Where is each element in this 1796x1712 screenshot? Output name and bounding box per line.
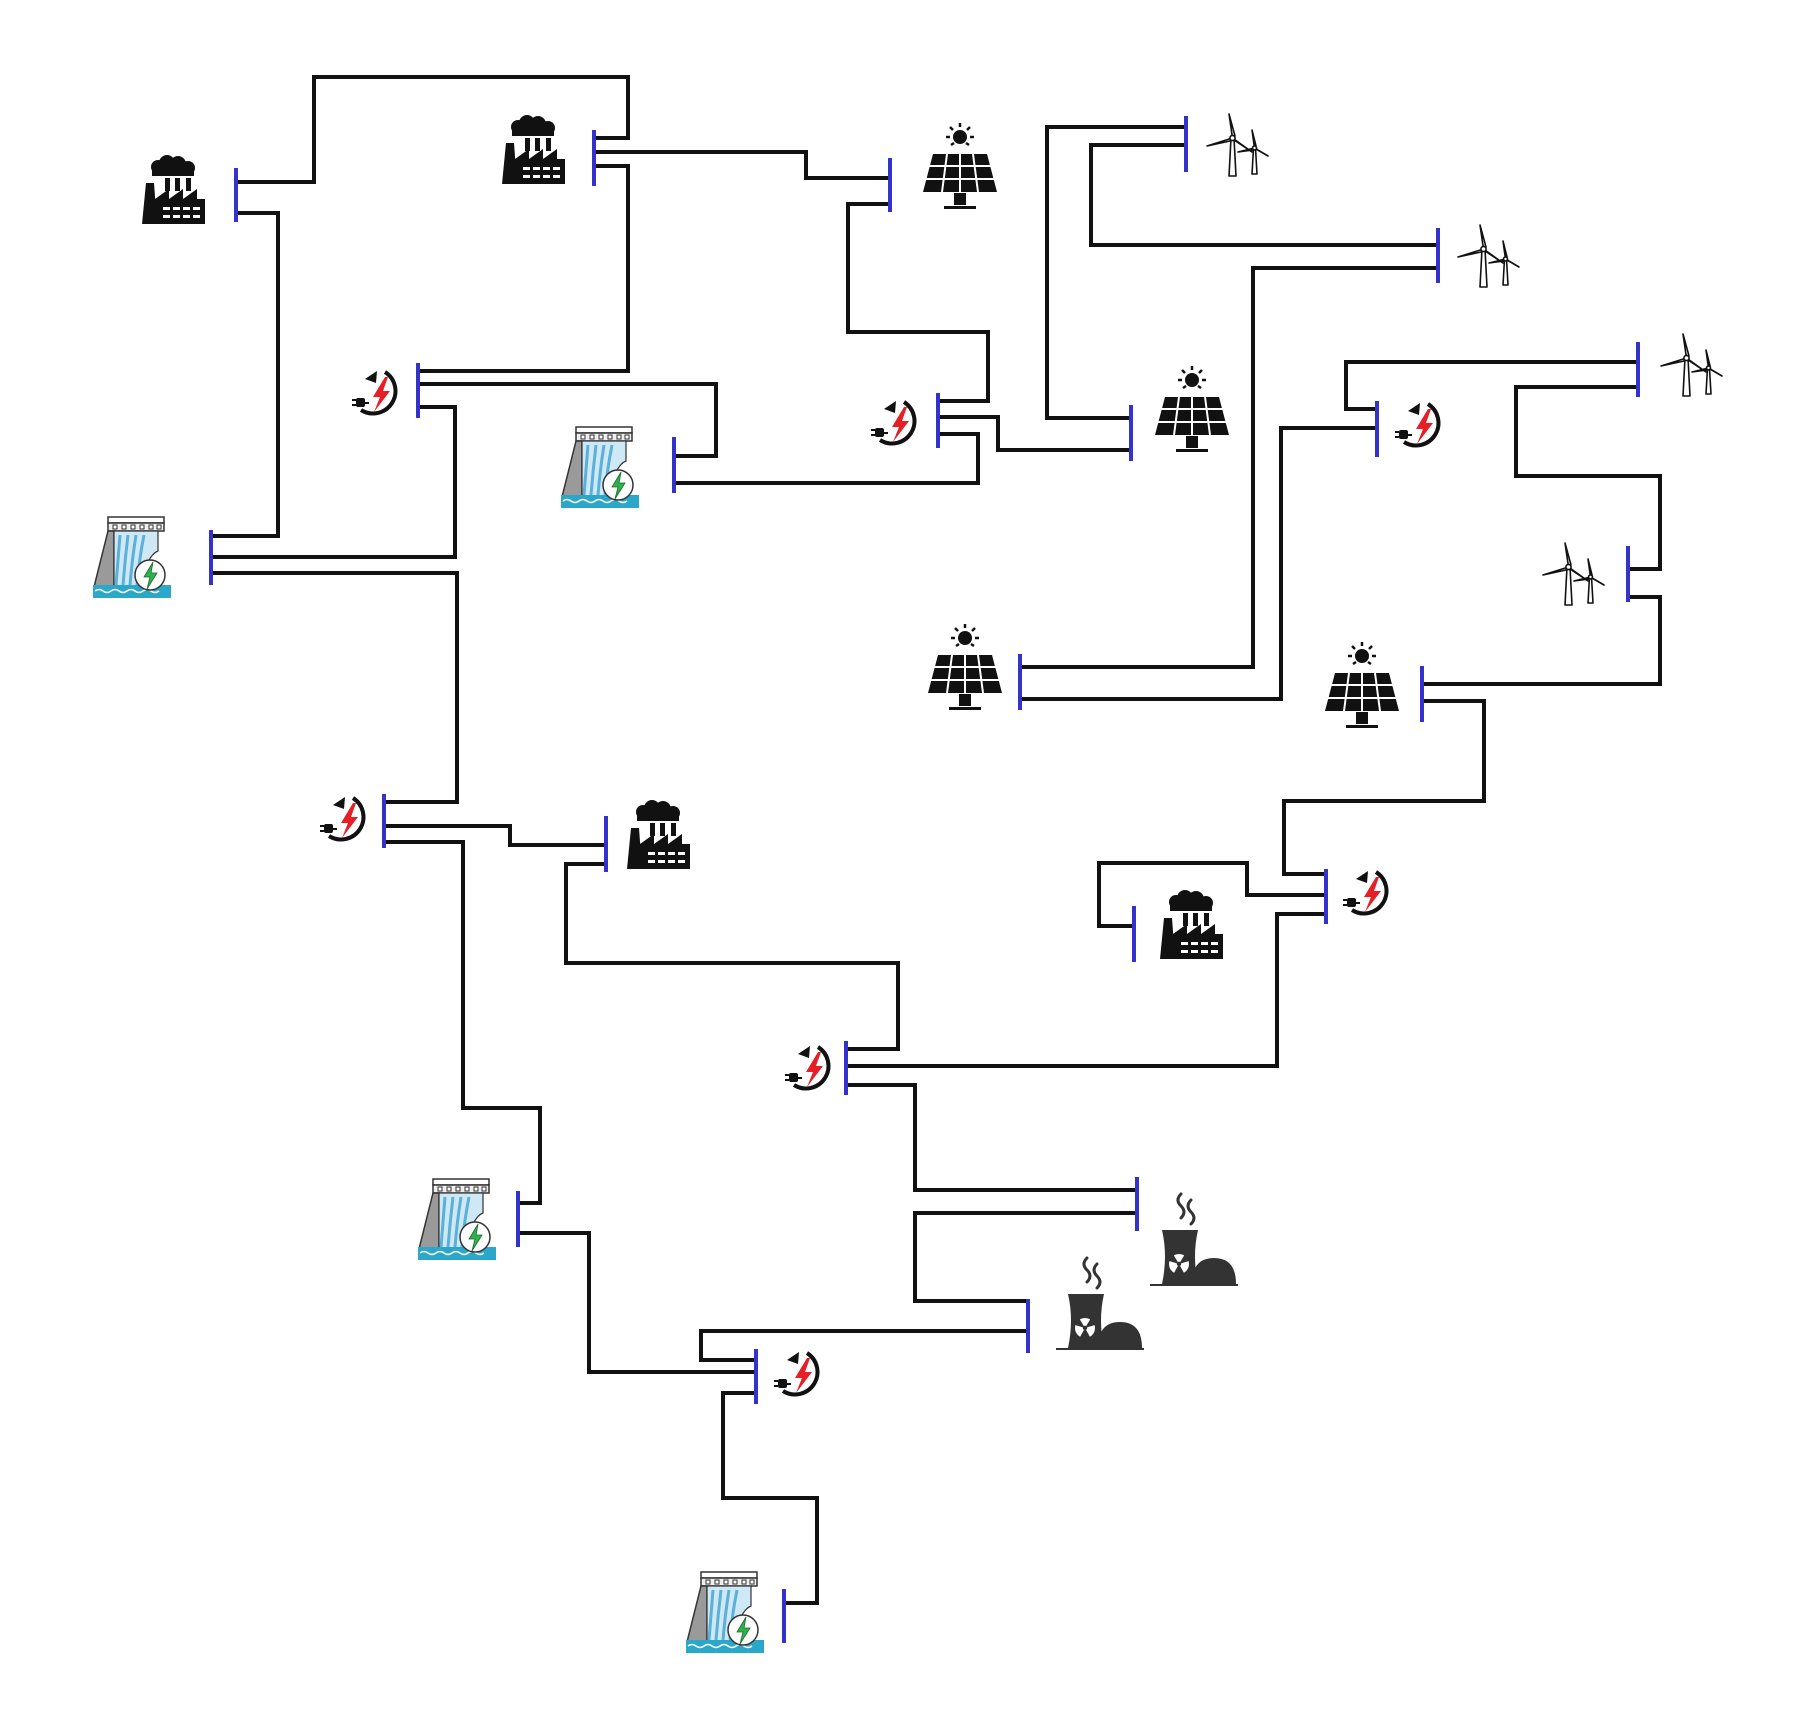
transmission-line bbox=[1018, 266, 1440, 669]
nuclear-plant-icon[interactable] bbox=[1148, 1192, 1238, 1287]
transmission-line bbox=[844, 1083, 1139, 1192]
hydro-dam-icon[interactable] bbox=[417, 1177, 497, 1262]
transmission-line bbox=[1018, 426, 1379, 701]
transmission-line bbox=[1089, 143, 1440, 247]
transmission-line bbox=[564, 862, 900, 1051]
transmission-line bbox=[1045, 125, 1188, 420]
factory-icon[interactable] bbox=[627, 800, 690, 869]
wind-turbine-icon[interactable] bbox=[1660, 333, 1723, 397]
factory-icon[interactable] bbox=[142, 155, 205, 224]
transmission-line bbox=[1097, 861, 1328, 928]
transmission-line bbox=[672, 432, 980, 485]
nodes bbox=[92, 113, 1723, 1655]
transmission-line bbox=[844, 912, 1328, 1068]
substation-icon[interactable] bbox=[1393, 401, 1441, 448]
transmission-line bbox=[382, 840, 542, 1205]
solar-panel-icon[interactable] bbox=[926, 623, 1004, 712]
substation-icon[interactable] bbox=[1341, 869, 1389, 916]
transmission-line bbox=[913, 1211, 1139, 1303]
substation-icon[interactable] bbox=[869, 399, 917, 446]
transmission-line bbox=[594, 150, 892, 180]
transmission-lines bbox=[209, 75, 1662, 1605]
transmission-line bbox=[418, 382, 718, 458]
substation-icon[interactable] bbox=[772, 1350, 820, 1397]
transmission-line bbox=[418, 164, 630, 373]
transmission-line bbox=[721, 1391, 819, 1605]
substation-icon[interactable] bbox=[783, 1044, 831, 1091]
transmission-line bbox=[1420, 595, 1662, 686]
solar-panel-icon[interactable] bbox=[1153, 365, 1231, 454]
factory-icon[interactable] bbox=[1160, 890, 1223, 959]
substation-icon[interactable] bbox=[350, 369, 398, 416]
factory-icon[interactable] bbox=[502, 115, 565, 184]
hydro-dam-icon[interactable] bbox=[560, 425, 640, 510]
hydro-dam-icon[interactable] bbox=[685, 1570, 765, 1655]
transmission-line bbox=[236, 75, 630, 184]
substation-icon[interactable] bbox=[318, 795, 366, 842]
transmission-line bbox=[936, 415, 1133, 452]
transmission-line bbox=[1282, 699, 1486, 876]
wind-turbine-icon[interactable] bbox=[1206, 113, 1269, 177]
hydro-dam-icon[interactable] bbox=[92, 515, 172, 600]
wind-turbine-icon[interactable] bbox=[1457, 224, 1520, 288]
wind-turbine-icon[interactable] bbox=[1542, 542, 1605, 606]
transmission-line bbox=[209, 211, 280, 538]
bus-bars bbox=[209, 116, 1640, 1643]
transmission-line bbox=[209, 571, 459, 804]
nuclear-plant-icon[interactable] bbox=[1054, 1256, 1144, 1351]
solar-panel-icon[interactable] bbox=[921, 122, 999, 211]
transmission-line bbox=[382, 824, 608, 847]
transmission-line bbox=[516, 1231, 758, 1374]
transmission-line bbox=[1514, 385, 1662, 571]
transmission-line bbox=[699, 1329, 1030, 1362]
transmission-line bbox=[846, 202, 990, 403]
transmission-line bbox=[209, 405, 457, 559]
transmission-line bbox=[1344, 360, 1640, 411]
solar-panel-icon[interactable] bbox=[1323, 641, 1401, 730]
